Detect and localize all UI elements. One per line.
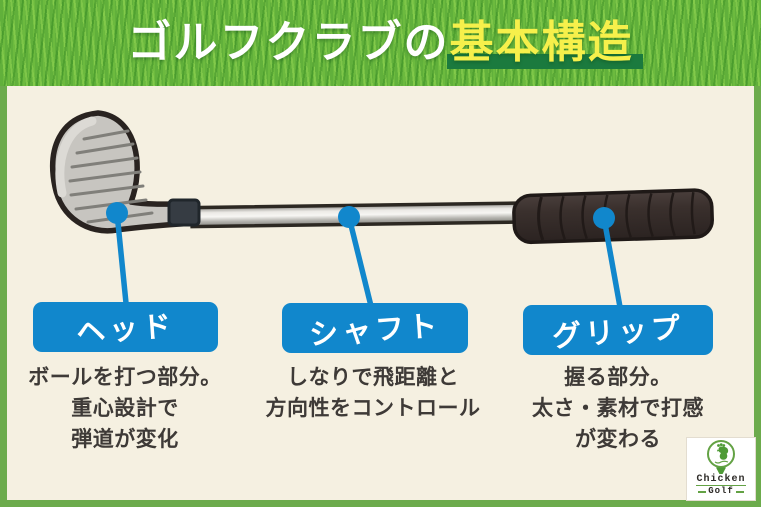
- label-head: ヘッド: [33, 302, 218, 352]
- title-highlight-text: 基本構造: [449, 18, 634, 67]
- logo-script-squiggle: [714, 460, 729, 464]
- description-head-line: 重心設計で: [71, 397, 179, 420]
- description-grip-line: が変わる: [575, 428, 661, 451]
- description-head: ボールを打つ部分。 重心設計で 弾道が変化: [15, 362, 235, 455]
- description-shaft: しなりで飛距離と 方向性をコントロール: [263, 362, 483, 424]
- logo-text-chicken: Chicken: [696, 474, 746, 486]
- chicken-icon: [717, 443, 729, 460]
- description-head-line: 弾道が変化: [71, 428, 179, 451]
- label-head-text: ヘッド: [75, 310, 177, 350]
- description-shaft-line: 方向性をコントロール: [265, 397, 481, 420]
- page-title: ゴルフクラブの基本構造: [127, 18, 643, 69]
- chicken-golf-logo: Chicken Golf: [686, 437, 756, 501]
- chicken-golf-logo-icon: [707, 440, 735, 474]
- description-head-line: ボールを打つ部分。: [28, 366, 222, 389]
- label-shaft-text: シャフト: [308, 310, 443, 352]
- title-plain-text: ゴルフクラブの: [127, 18, 450, 67]
- description-grip: 握る部分。 太さ・素材で打感 が変わる: [508, 362, 728, 455]
- golf-tee-icon: [716, 467, 726, 474]
- label-grip: グリップ: [523, 305, 713, 355]
- description-grip-line: 太さ・素材で打感: [532, 397, 704, 420]
- label-shaft: シャフト: [282, 303, 468, 353]
- logo-text-golf: Golf: [698, 486, 744, 497]
- label-grip-text: グリップ: [551, 312, 686, 354]
- title-highlight: 基本構造: [446, 18, 643, 69]
- description-shaft-line: しなりで飛距離と: [287, 366, 459, 389]
- description-grip-line: 握る部分。: [564, 366, 672, 389]
- title-highlight-underbar: [446, 54, 643, 69]
- header-grass-banner: ゴルフクラブの基本構造: [0, 0, 761, 86]
